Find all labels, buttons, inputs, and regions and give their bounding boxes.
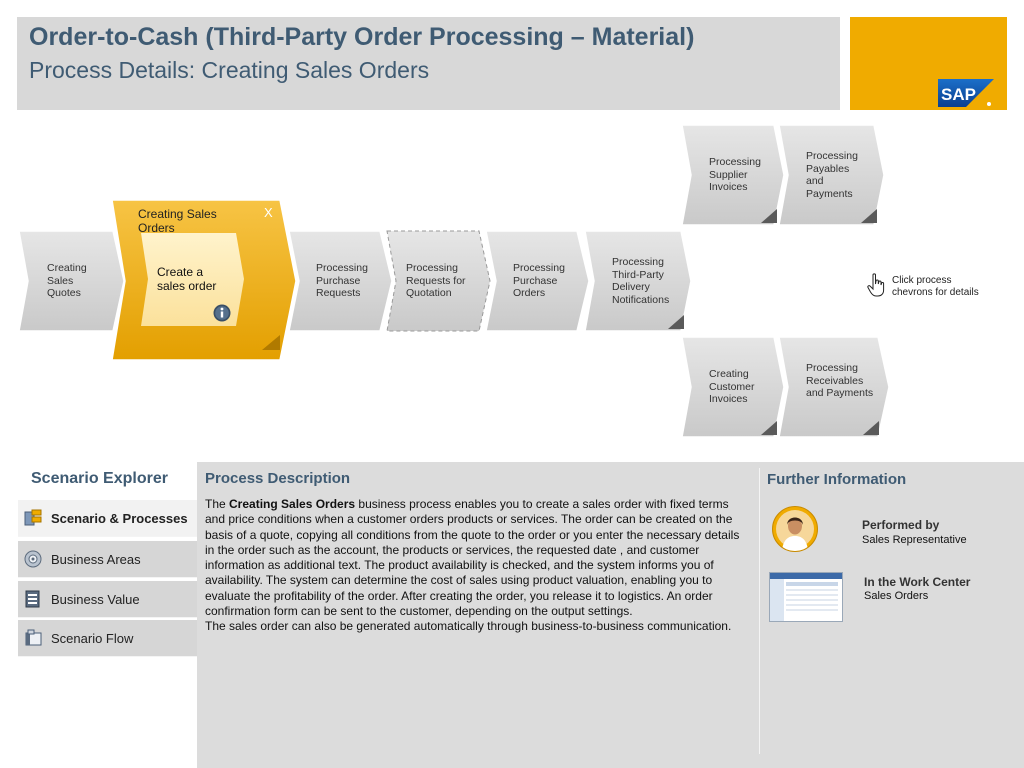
chevron-processing-purchase-requests-button[interactable]: Processing Purchase Requests bbox=[289, 231, 389, 331]
chevron-creating-sales-quotes bbox=[18, 230, 125, 332]
header-bar: Order-to-Cash (Third-Party Order Process… bbox=[17, 17, 840, 110]
logo-panel: SAP bbox=[850, 17, 1007, 110]
explorer-item-label: Business Areas bbox=[51, 552, 141, 567]
chevron-label: Processing Receivables and Payments bbox=[806, 362, 874, 399]
page-subtitle: Process Details: Creating Sales Orders bbox=[29, 57, 430, 83]
chevron-creating-sales-quotes-button[interactable]: Creating Sales Quotes bbox=[19, 231, 124, 331]
chevron-processing-requests-quotation-button[interactable]: Processing Requests for Quotation bbox=[387, 231, 487, 331]
business-areas-icon bbox=[24, 550, 42, 568]
performed-by-value: Sales Representative bbox=[862, 534, 967, 546]
chevron-label: Processing Third-Party Delivery Notifica… bbox=[612, 256, 670, 306]
performed-by-label: Performed by bbox=[862, 518, 940, 532]
chevron-label: Processing Purchase Orders bbox=[513, 262, 565, 299]
chevron-label: Processing Supplier Invoices bbox=[709, 156, 761, 193]
chevron-receivables bbox=[778, 336, 890, 438]
chevron-label: Creating Sales Quotes bbox=[47, 262, 87, 299]
work-center-value: Sales Orders bbox=[864, 590, 929, 602]
explorer-item-label: Scenario & Processes bbox=[51, 511, 188, 526]
chevron-processing-purchase-orders-button[interactable]: Processing Purchase Orders bbox=[486, 231, 586, 331]
explorer-item-business-areas[interactable]: Business Areas bbox=[18, 541, 197, 578]
process-flow-graphic bbox=[18, 124, 890, 438]
explorer-item-scenario-processes[interactable]: Scenario & Processes bbox=[18, 500, 197, 537]
details-panel bbox=[197, 462, 1024, 768]
business-value-icon bbox=[25, 590, 40, 608]
description-intro: The bbox=[205, 497, 230, 511]
chevron-payables bbox=[778, 124, 885, 226]
process-description-title: Process Description bbox=[205, 470, 351, 487]
chevron-create-sales-order-inner bbox=[141, 233, 244, 326]
close-icon[interactable]: X bbox=[264, 205, 273, 220]
hint-text: Click process chevrons for details bbox=[892, 275, 979, 298]
explorer-item-scenario-flow[interactable]: Scenario Flow bbox=[18, 620, 197, 657]
divider bbox=[759, 468, 760, 754]
info-icon[interactable] bbox=[213, 304, 231, 322]
scenario-explorer-title: Scenario Explorer bbox=[31, 470, 168, 487]
chevron-label: Creating Customer Invoices bbox=[709, 368, 755, 405]
chevron-supplier-invoices bbox=[681, 124, 785, 226]
chevron-processing-purchase-requests bbox=[288, 230, 393, 332]
chevron-payables-button[interactable]: Processing Payables and Payments bbox=[779, 125, 882, 225]
further-information-title: Further Information bbox=[767, 471, 907, 488]
chevron-processing-requests-quotation bbox=[386, 230, 491, 332]
description-body-2: The sales order can also be generated au… bbox=[205, 619, 732, 634]
chevron-label: Processing Requests for Quotation bbox=[406, 262, 466, 299]
work-center-thumbnail[interactable] bbox=[769, 572, 843, 622]
explorer-item-label: Scenario Flow bbox=[51, 631, 134, 646]
svg-text:SAP: SAP bbox=[941, 85, 976, 104]
processes-icon bbox=[24, 509, 42, 526]
description-body: business process enables you to create a… bbox=[205, 497, 740, 619]
chevron-customer-invoices bbox=[681, 336, 785, 438]
chevron-third-party-delivery-button[interactable]: Processing Third-Party Delivery Notifica… bbox=[585, 231, 688, 331]
chevron-processing-purchase-orders bbox=[485, 230, 590, 332]
description-bold: Creating Sales Orders bbox=[229, 497, 356, 511]
scenario-flow-icon bbox=[25, 629, 42, 646]
explorer-item-label: Business Value bbox=[51, 592, 140, 607]
chevron-label: Processing Purchase Requests bbox=[316, 262, 368, 299]
active-process-title: Creating Sales Orders bbox=[138, 207, 217, 235]
create-sales-order-step[interactable]: Create a sales order bbox=[157, 265, 217, 293]
chevron-customer-invoices-button[interactable]: Creating Customer Invoices bbox=[682, 337, 782, 437]
chevron-label: Processing Payables and Payments bbox=[806, 150, 858, 200]
chevron-third-party-delivery bbox=[584, 230, 692, 332]
chevron-supplier-invoices-button[interactable]: Processing Supplier Invoices bbox=[682, 125, 782, 225]
hand-pointer-icon bbox=[867, 273, 885, 297]
page-title: Order-to-Cash (Third-Party Order Process… bbox=[29, 23, 695, 51]
process-description-text: The Creating Sales Orders business proce… bbox=[205, 497, 745, 635]
work-center-label: In the Work Center bbox=[864, 575, 971, 589]
sap-logo: SAP bbox=[938, 79, 994, 107]
sales-representative-avatar bbox=[772, 506, 818, 552]
explorer-item-business-value[interactable]: Business Value bbox=[18, 581, 197, 618]
chevron-receivables-button[interactable]: Processing Receivables and Payments bbox=[779, 337, 887, 437]
